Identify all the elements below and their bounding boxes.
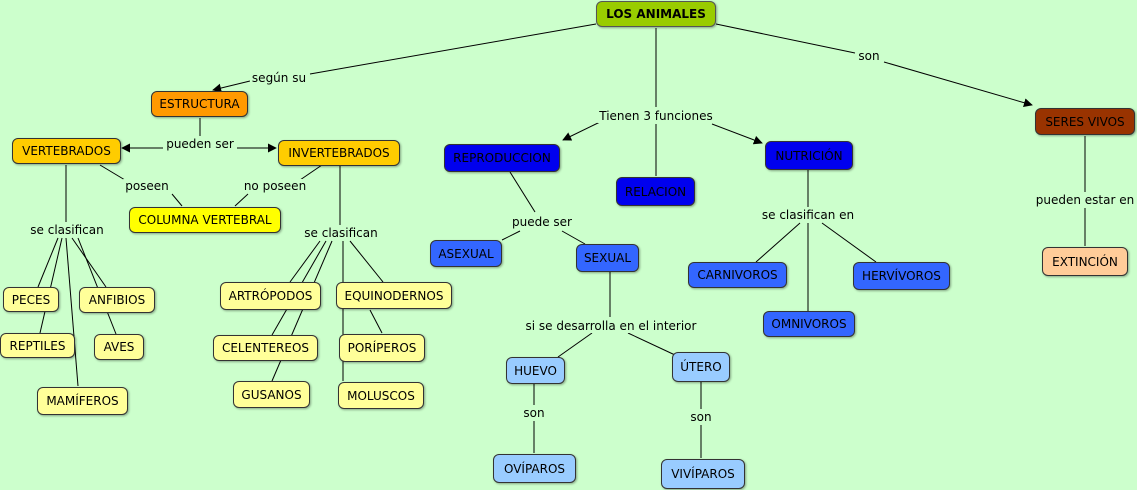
concept-label: MAMÍFEROS (46, 394, 119, 408)
concept-celentereos[interactable]: CELENTEREOS (213, 335, 318, 361)
concept-huevo[interactable]: HUEVO (506, 357, 565, 384)
concept-label: MOLUSCOS (347, 388, 415, 403)
concept-label: REPRODUCCION (453, 151, 551, 165)
concept-label: ÚTERO (680, 360, 722, 374)
concept-label: ARTRÓPODOS (228, 289, 313, 303)
concept-label: PECES (11, 292, 51, 307)
concept-estructura[interactable]: ESTRUCTURA (151, 91, 248, 117)
concept-label: SERES VIVOS (1045, 114, 1125, 129)
link-label-pueden-ser: pueden ser (164, 137, 236, 151)
concept-gusanos[interactable]: GUSANOS (233, 381, 310, 408)
concept-viviparos[interactable]: VIVÍPAROS (661, 459, 745, 489)
concept-label: GUSANOS (241, 387, 302, 402)
concept-moluscos[interactable]: MOLUSCOS (338, 382, 424, 409)
concept-label: ESTRUCTURA (159, 97, 240, 111)
link-label-pueden-estar-en: pueden estar en (1033, 193, 1137, 207)
concept-label: SEXUAL (583, 251, 632, 265)
link-label-se-clasifican-vertebrados: se clasifican (28, 223, 106, 237)
concept-oviparos[interactable]: OVÍPAROS (493, 454, 576, 483)
link-label-no-poseen: no poseen (241, 179, 309, 193)
concept-label: NUTRICIÓN (775, 148, 843, 163)
concept-aves[interactable]: AVES (94, 334, 144, 360)
concept-los-animales[interactable]: LOS ANIMALES (596, 1, 716, 27)
concept-label: INVERTEBRADOS (288, 146, 390, 160)
concept-label: OMNIVOROS (771, 317, 847, 331)
link-label-son: son (856, 49, 882, 63)
concept-invertebrados[interactable]: INVERTEBRADOS (278, 140, 400, 166)
concept-carnivoros[interactable]: CARNIVOROS (688, 262, 787, 288)
concept-label: ASEXUAL (438, 246, 494, 261)
concept-label: REPTILES (9, 338, 66, 353)
concept-columna-vertebral[interactable]: COLUMNA VERTEBRAL (129, 207, 281, 233)
concept-utero[interactable]: ÚTERO (672, 352, 730, 382)
concept-label: PORÍPEROS (347, 341, 417, 355)
concept-label: CELENTEREOS (221, 341, 310, 355)
concept-label: EQUINODERNOS (344, 288, 444, 303)
concept-relacion[interactable]: RELACION (616, 177, 695, 206)
concept-peces[interactable]: PECES (3, 287, 59, 312)
link-label-tienen-3-funciones: Tienen 3 funciones (597, 109, 715, 123)
link-label-se-clasifican-en: se clasifican en (759, 208, 857, 222)
link-label-son-huevo: son (521, 406, 547, 420)
concept-label: VIVÍPAROS (671, 467, 735, 481)
concept-vertebrados[interactable]: VERTEBRADOS (12, 138, 121, 164)
concept-label: LOS ANIMALES (606, 7, 706, 21)
concept-hervivoros[interactable]: HERVÍVOROS (853, 262, 950, 290)
concept-label: HERVÍVOROS (862, 269, 941, 283)
concept-mamiferos[interactable]: MAMÍFEROS (37, 387, 128, 415)
concept-label: HUEVO (514, 363, 557, 378)
concept-label: AVES (103, 340, 135, 354)
concept-label: COLUMNA VERTEBRAL (138, 213, 272, 227)
concept-label: OVÍPAROS (503, 461, 566, 476)
link-label-si-se-desarrolla: si se desarrolla en el interior (523, 319, 699, 333)
concept-poriferos[interactable]: PORÍPEROS (339, 334, 425, 362)
concept-label: VERTEBRADOS (22, 144, 111, 158)
concept-artropodos[interactable]: ARTRÓPODOS (220, 282, 321, 310)
concept-omnivoros[interactable]: OMNIVOROS (763, 311, 855, 337)
link-label-segun-su: según su (249, 71, 309, 85)
concept-extincion[interactable]: EXTINCIÓN (1042, 247, 1128, 276)
concept-seres-vivos[interactable]: SERES VIVOS (1035, 108, 1135, 135)
concept-label: CARNIVOROS (697, 268, 778, 282)
concept-reptiles[interactable]: REPTILES (0, 333, 75, 358)
concept-asexual[interactable]: ASEXUAL (430, 240, 502, 267)
concept-label: ANFIBIOS (88, 293, 146, 307)
link-label-poseen: poseen (123, 179, 171, 193)
concept-reproduccion[interactable]: REPRODUCCION (444, 144, 560, 172)
link-label-son-utero: son (688, 410, 714, 424)
concept-nutricion[interactable]: NUTRICIÓN (765, 141, 853, 170)
link-label-puede-ser: puede ser (510, 215, 574, 229)
concept-label: RELACION (624, 184, 687, 199)
concept-equinodermos[interactable]: EQUINODERNOS (336, 282, 452, 309)
concept-sexual[interactable]: SEXUAL (576, 244, 639, 272)
concept-anfibios[interactable]: ANFIBIOS (79, 287, 155, 313)
link-label-se-clasifican-invertebrados: se clasifican (302, 226, 380, 240)
concept-label: EXTINCIÓN (1052, 254, 1118, 269)
